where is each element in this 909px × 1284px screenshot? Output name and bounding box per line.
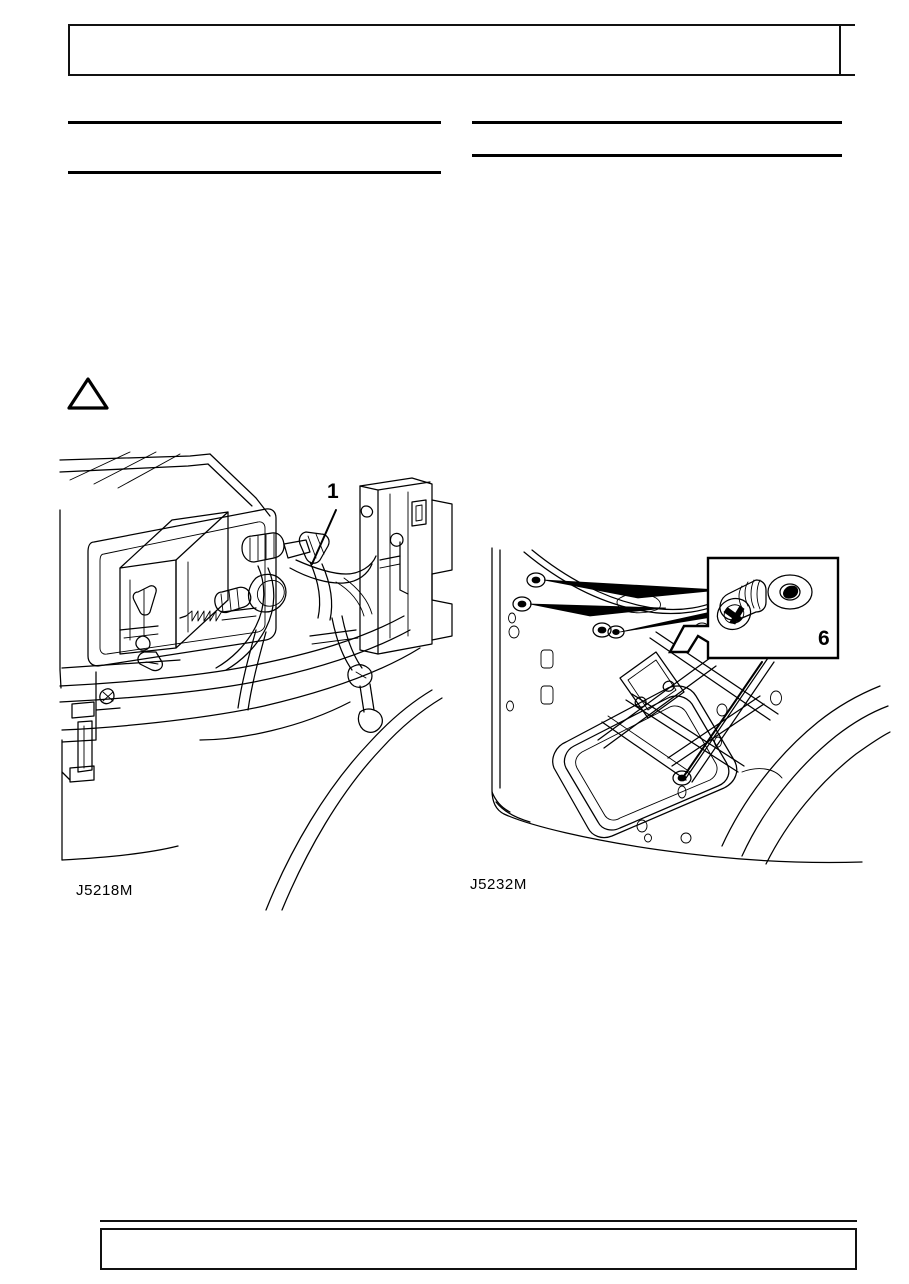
- inset-leader-lines: [529, 579, 763, 777]
- header-underline: [68, 74, 855, 76]
- rear-quarter-curves: [721, 685, 891, 865]
- callout-label: 6: [818, 627, 830, 650]
- fastener-mid-2: [607, 625, 625, 639]
- latch-recess-aperture: [87, 508, 277, 667]
- door-shell-outline: [491, 547, 863, 864]
- fastener-upper-2: [512, 596, 532, 612]
- mounting-plate: [619, 651, 685, 719]
- footer-text: [102, 1230, 855, 1246]
- figure-right-caption: J5232M: [470, 876, 527, 893]
- fastener-detail-inset: [667, 556, 840, 660]
- header-title-box: [68, 24, 841, 76]
- right-column-heading-rule: [472, 121, 842, 124]
- left-column-divider-rule: [68, 171, 441, 174]
- figure-left-caption: J5218M: [76, 882, 133, 899]
- upper-panel-lines: [59, 451, 271, 517]
- figure-callout-1: 1: [327, 481, 339, 502]
- footer-overline: [100, 1220, 857, 1222]
- footer-box: [100, 1228, 857, 1270]
- lock-linkage-left: [119, 585, 257, 672]
- wing-arch-curves: [199, 689, 443, 911]
- left-column-heading-rule: [68, 121, 441, 124]
- lower-linkage-rods: [309, 615, 383, 733]
- grommet: [247, 573, 287, 613]
- figure-door-latch-assembly: 1: [59, 440, 460, 911]
- fastener-lower: [672, 770, 692, 786]
- window-aperture: [552, 685, 738, 839]
- fastener-points: [506, 572, 782, 844]
- fastener-upper-1: [526, 572, 546, 588]
- figure-callout-6: 6: [818, 628, 830, 649]
- fastener-mid-1: [592, 622, 612, 638]
- header-title-text: [70, 26, 839, 42]
- stay-rod: [685, 657, 775, 783]
- cable-harness: [215, 555, 377, 711]
- latch-body-assembly: [359, 477, 453, 655]
- actuator-barrels: [214, 531, 330, 614]
- right-column-divider-rule: [472, 154, 842, 157]
- latch-mounting-plate: [119, 511, 229, 655]
- screw-detail: [716, 579, 767, 631]
- lower-sill-bracket: [61, 659, 181, 783]
- figure-door-panel-assembly: 6: [470, 540, 891, 890]
- callout-label: 1: [327, 480, 339, 503]
- warning-triangle-icon: [64, 375, 112, 413]
- washer-detail: [767, 574, 813, 610]
